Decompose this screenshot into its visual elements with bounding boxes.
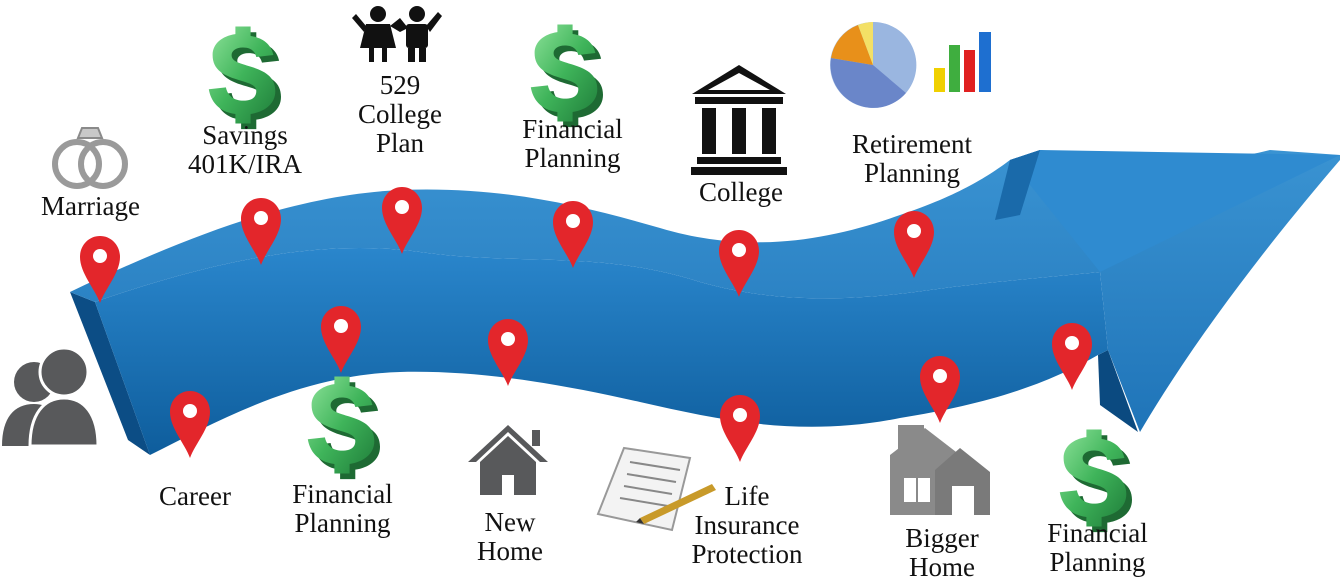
people-icon [2,346,100,448]
bank-icon [691,65,787,175]
pie-chart-icon [830,21,917,108]
arrow-head-bevel [995,150,1040,220]
label-savings: Savings 401K/IRA [188,120,302,179]
dollar-icon [307,376,380,480]
dollar-icon [1059,429,1132,533]
rings-icon [52,127,128,189]
dollar-icon [208,26,281,130]
map-pin-icon [170,391,210,458]
label-life-insurance: Life Insurance Protection [691,481,803,569]
arrow-left-side [70,292,150,455]
children-icon [352,6,442,62]
house-icon [468,425,548,495]
bar-chart-icon [934,32,991,92]
label-career: Career [159,481,231,511]
map-pin-icon [720,395,760,462]
label-529-college-plan: 529 College Plan [358,70,442,158]
dollar-icon [530,24,603,128]
arrow-head-top [1010,150,1340,272]
label-college: College [699,177,783,207]
arrow-head-side [1098,350,1138,432]
label-bigger-home: Bigger Home [905,523,979,582]
bigger-house-icon [890,425,990,515]
contract-pen-icon [596,446,716,532]
label-new-home: New Home [477,507,543,566]
label-marriage: Marriage [41,191,140,221]
label-financial-planning-top: Financial Planning [522,114,623,173]
label-retirement-planning: Retirement Planning [852,129,972,188]
arrow-front-face [95,248,1108,455]
label-financial-planning-bottom-2: Financial Planning [1047,518,1148,577]
map-pin-icon [1052,323,1092,390]
label-financial-planning-bottom-1: Financial Planning [292,479,393,538]
